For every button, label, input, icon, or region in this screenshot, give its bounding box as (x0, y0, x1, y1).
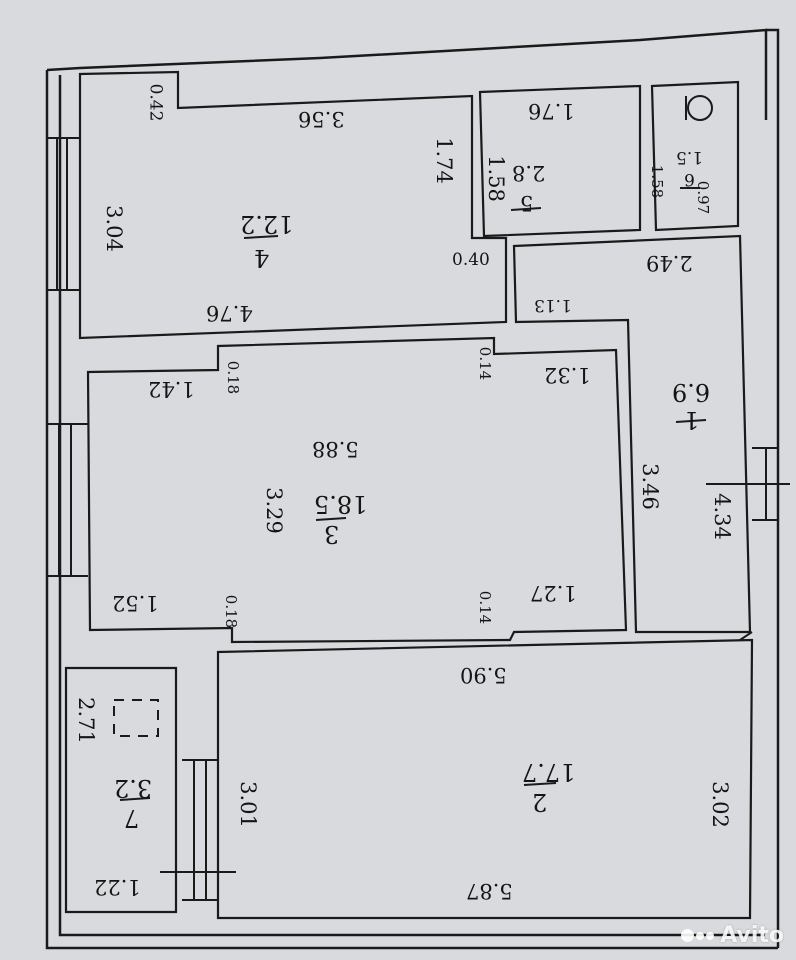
dimension-1-74: 1.74 (431, 137, 456, 184)
dimension-3-01: 3.01 (235, 781, 260, 828)
toilet-symbol (685, 95, 713, 121)
dimension-1-32: 1.32 (544, 363, 591, 387)
exterior-wall-left-bottom (45, 70, 778, 950)
dimension-0-18-b: 0.18 (222, 594, 241, 629)
room-7-area: 3.2 (114, 774, 153, 802)
room-3-outline (86, 336, 628, 644)
closet-symbol (113, 699, 159, 737)
dimension-5-87: 5.87 (466, 879, 513, 903)
room-1-outline (512, 234, 752, 634)
interior-walls (64, 70, 754, 920)
room-6-area: 1.5 (676, 147, 704, 167)
dimension-1-58-b: 1.58 (648, 164, 667, 199)
windows (47, 137, 778, 901)
dimension-1-42: 1.42 (148, 377, 195, 401)
room-3-area: 18.5 (314, 490, 368, 518)
avito-logo-icon (681, 929, 715, 942)
room-2-number: 2 (532, 788, 548, 816)
dimension-1-76: 1.76 (528, 99, 575, 123)
room-7-number: 7 (124, 804, 140, 832)
dimension-3-56: 3.56 (298, 107, 345, 131)
dimension-1-52: 1.52 (112, 591, 159, 615)
dimension-1-22: 1.22 (94, 875, 141, 899)
window-balcony (182, 759, 218, 901)
dimension-0-14-a: 0.14 (476, 346, 495, 381)
avito-watermark-text: Avito (720, 923, 784, 948)
room-2-outline (216, 638, 754, 920)
room-4-area: 12.2 (240, 210, 294, 238)
room-4-hook (243, 235, 279, 239)
dimension-4-76: 4.76 (206, 301, 253, 325)
dimension-0-97: 0.97 (694, 180, 713, 215)
room-4-outline (78, 70, 508, 340)
dimension-3-02: 3.02 (707, 781, 732, 828)
interior-wall-line (58, 75, 765, 937)
dimension-5-88: 5.88 (312, 437, 359, 461)
room-number-hooks (119, 187, 707, 801)
dimension-0-42: 0.42 (145, 83, 166, 122)
room-5-number: 5 (520, 191, 534, 215)
room-4-number: 4 (254, 244, 270, 272)
window-left-1 (47, 137, 80, 291)
dimension-3-04: 3.04 (101, 205, 126, 252)
dimension-3-29: 3.29 (261, 487, 286, 534)
room-7-hook (119, 797, 151, 801)
window-left-2 (47, 423, 88, 577)
room-5-outline (478, 84, 642, 238)
dimension-0-14-b: 0.14 (476, 590, 495, 625)
dimension-1-13: 1.13 (534, 295, 572, 315)
exterior-wall-right (766, 28, 780, 948)
door-marks (160, 483, 790, 873)
dimension-4-34: 4.34 (709, 493, 734, 540)
room-3-hook (315, 517, 347, 521)
room-2-hook (523, 782, 557, 786)
dimension-1-58-a: 1.58 (483, 155, 508, 202)
dimension-0-18-a: 0.18 (224, 360, 243, 395)
room-6-outline (650, 80, 740, 232)
dimension-2-71: 2.71 (73, 697, 98, 744)
room-1-area: 6.9 (672, 378, 711, 406)
exterior-walls (45, 28, 780, 950)
room-3-number: 3 (324, 520, 340, 548)
exterior-wall-top (46, 28, 768, 120)
avito-watermark: Avito (681, 923, 784, 948)
room-6-number: 6 (684, 169, 695, 189)
room-1-hook (675, 419, 707, 423)
dimension-2-49: 2.49 (646, 251, 693, 275)
room-2-area: 17.7 (522, 758, 576, 786)
room-5-hook (510, 207, 542, 211)
room-1-number: 1 (684, 406, 700, 434)
dimension-5-90: 5.90 (460, 663, 507, 687)
room-7-outline (64, 666, 178, 914)
dimension-0-40: 0.40 (452, 250, 490, 270)
dimension-3-46: 3.46 (637, 463, 662, 510)
room-5-area: 2.8 (512, 161, 546, 185)
dimension-1-27: 1.27 (530, 581, 577, 605)
